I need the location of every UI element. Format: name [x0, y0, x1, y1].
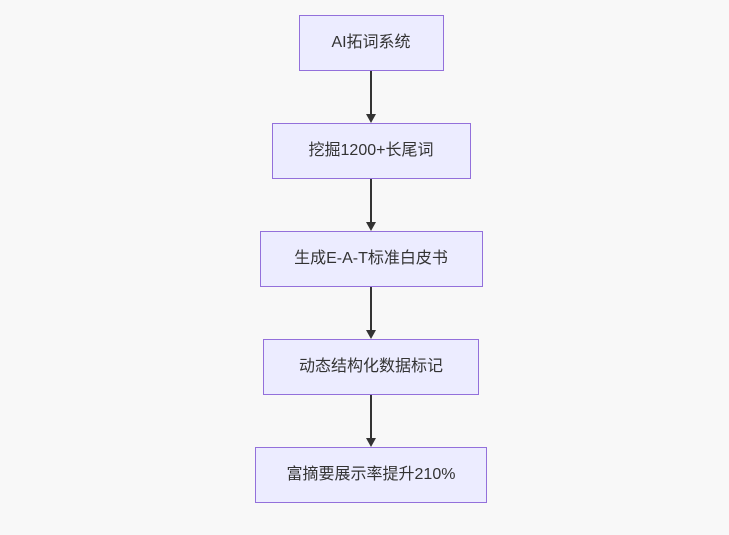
flow-arrow-2: [366, 179, 376, 231]
flowchart: AI拓词系统 挖掘1200+长尾词 生成E-A-T标准白皮书 动态结构化数据标记: [255, 15, 487, 503]
arrow-line: [370, 287, 372, 330]
node-label: 挖掘1200+长尾词: [308, 142, 434, 160]
flow-arrow-1: [366, 71, 376, 123]
node-label: 动态结构化数据标记: [298, 358, 443, 376]
flow-node-longtail-mining: 挖掘1200+长尾词: [271, 123, 471, 179]
arrowhead-down-icon: [366, 438, 376, 447]
flow-node-rich-snippet-uplift: 富摘要展示率提升210%: [255, 447, 487, 503]
arrowhead-down-icon: [366, 330, 376, 339]
node-label: 生成E-A-T标准白皮书: [294, 250, 448, 268]
flow-node-structured-data-markup: 动态结构化数据标记: [263, 339, 479, 395]
node-label: 富摘要展示率提升210%: [286, 466, 456, 484]
flow-arrow-4: [366, 395, 376, 447]
flow-node-ai-keyword-system: AI拓词系统: [298, 15, 444, 71]
flow-arrow-3: [366, 287, 376, 339]
flow-node-eat-whitepaper: 生成E-A-T标准白皮书: [259, 231, 483, 287]
arrow-line: [370, 395, 372, 438]
arrowhead-down-icon: [366, 114, 376, 123]
arrow-line: [370, 71, 372, 114]
arrow-line: [370, 179, 372, 222]
arrowhead-down-icon: [366, 222, 376, 231]
node-label: AI拓词系统: [331, 34, 411, 52]
